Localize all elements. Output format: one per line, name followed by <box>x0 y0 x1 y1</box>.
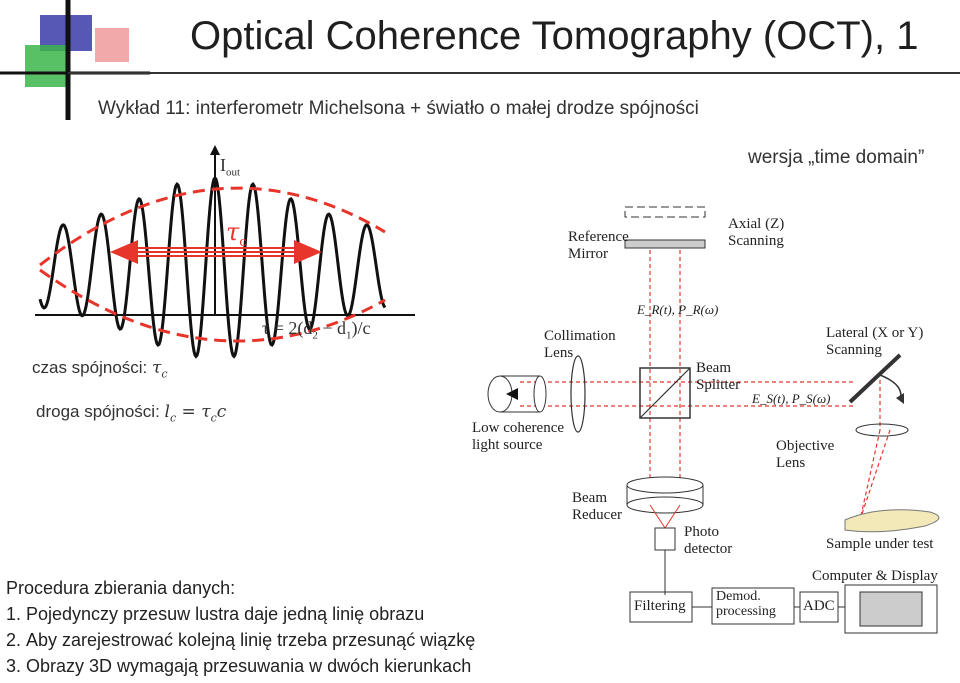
demod-label: Demod.processing <box>716 589 776 619</box>
collimation-lens <box>570 355 586 433</box>
adc-label: ADC <box>803 598 835 614</box>
oct-setup-diagram <box>487 206 940 634</box>
computer-display-label: Computer & Display <box>812 568 938 584</box>
list-item: 2.Aby zarejestrować kolejną linię trzeba… <box>6 630 476 650</box>
procedure-section: Procedura zbierania danych: 1.Pojedynczy… <box>6 575 475 679</box>
reference-mirror <box>624 239 706 249</box>
coherence-length-def: droga spójności: lc = τcc <box>36 402 227 425</box>
coherence-time-def: czas spójności: τc <box>32 358 168 381</box>
filtering-label: Filtering <box>634 598 686 614</box>
tau-c-arrow <box>110 240 322 264</box>
envelope-upper <box>39 186 386 267</box>
list-item: 1.Pojedynczy przesuw lustra daje jedną l… <box>6 604 425 624</box>
sample-label: Sample under test <box>826 536 934 552</box>
beam-reducer <box>626 476 704 494</box>
y-axis-label: Iout <box>220 155 241 179</box>
interferogram-plot <box>35 145 415 359</box>
axial-scanning-label: Axial (Z)Scanning <box>728 216 785 249</box>
scan-mirror <box>848 353 902 404</box>
procedure-heading: Procedura zbierania danych: <box>6 578 236 598</box>
objective-lens <box>855 423 909 437</box>
light-source <box>487 375 547 413</box>
slide-subtitle: Wykład 11: interferometr Michelsona + św… <box>98 98 699 119</box>
procedure-list: 1.Pojedynczy przesuw lustra daje jedną l… <box>6 601 475 679</box>
slide-title: Optical Coherence Tomography (OCT), 1 <box>190 14 919 58</box>
logo-icon <box>0 0 960 120</box>
beam-splitter <box>639 367 691 419</box>
tau-c-label: τc <box>226 218 247 250</box>
demod-box <box>711 587 795 625</box>
reference-field-label: E_R(t), P_R(ω) <box>637 302 719 317</box>
list-item: 3.Obrazy 3D wymagają przesuwania w dwóch… <box>6 656 472 676</box>
mirror-dashed <box>624 206 706 218</box>
sample-field-label: E_S(t), P_S(ω) <box>752 391 831 406</box>
photo-detector <box>654 527 676 551</box>
delay-formula: τ = 2(d2 − d1)/c <box>262 318 371 342</box>
sample-shape <box>844 509 940 533</box>
lateral-scanning-label: Lateral (X or Y)Scanning <box>826 325 924 358</box>
interference-wave <box>38 175 387 359</box>
display-box <box>844 584 938 634</box>
version-note: wersja „time domain” <box>748 147 925 168</box>
